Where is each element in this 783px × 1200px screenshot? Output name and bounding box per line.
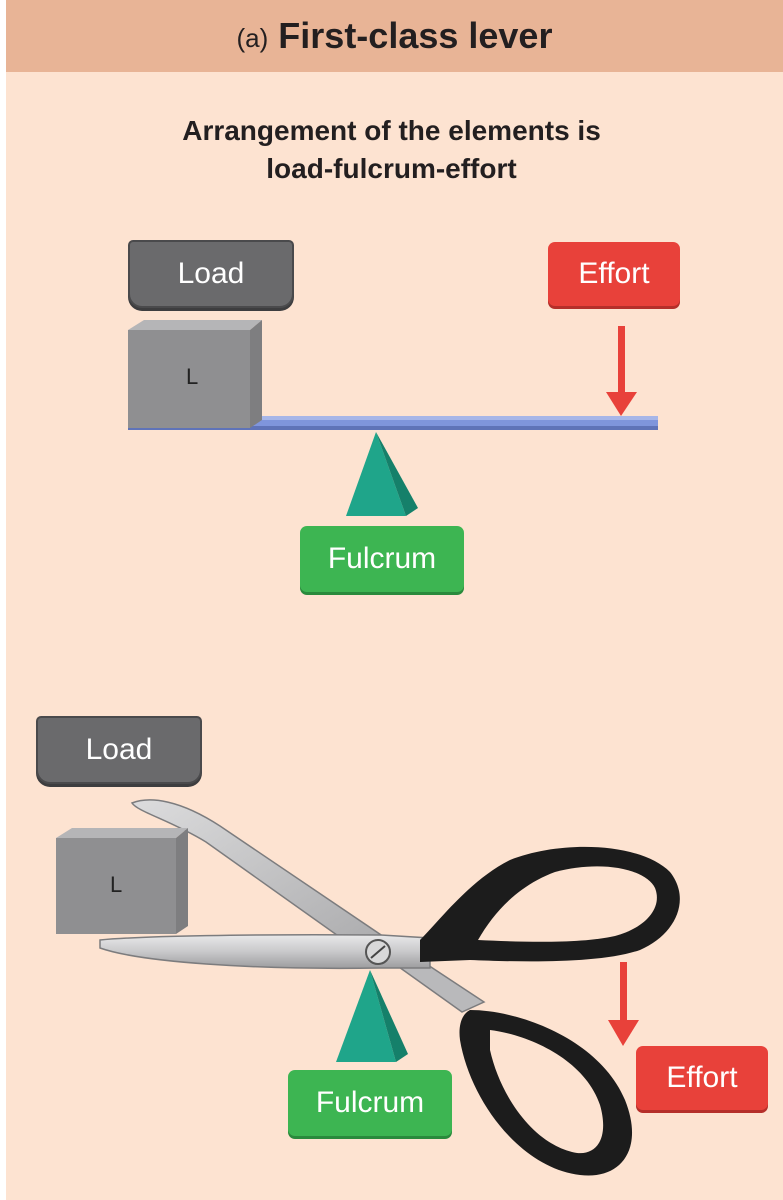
lever-effort-arrow (606, 326, 637, 416)
scissors-fulcrum-triangle (336, 970, 408, 1062)
page-background (6, 0, 783, 1200)
subtitle-line-2: load-fulcrum-effort (266, 153, 517, 184)
scissors-load-box-letter: L (110, 872, 123, 897)
lever-load-box-letter: L (186, 364, 199, 389)
part-letter: (a) (236, 22, 269, 53)
scissors-load-label: Load (36, 716, 202, 784)
scissors-effort-arrow (608, 962, 639, 1046)
lever-load-label: Load (128, 240, 294, 308)
figure-subtitle: Arrangement of the elements is load-fulc… (0, 112, 783, 188)
scissors-load-box (56, 828, 188, 934)
scissors-fulcrum-label: Fulcrum (288, 1070, 452, 1136)
scissors (99, 799, 680, 1176)
figure-title: First-class lever (278, 15, 553, 56)
lever-fulcrum-label: Fulcrum (300, 526, 464, 592)
lever-effort-label: Effort (548, 242, 680, 306)
subtitle-line-1: Arrangement of the elements is (182, 115, 601, 146)
lever-fulcrum-triangle (346, 432, 418, 516)
figure-header: (a) First-class lever (6, 0, 783, 72)
load-box-top (128, 320, 262, 428)
scissors-effort-label: Effort (636, 1046, 768, 1110)
